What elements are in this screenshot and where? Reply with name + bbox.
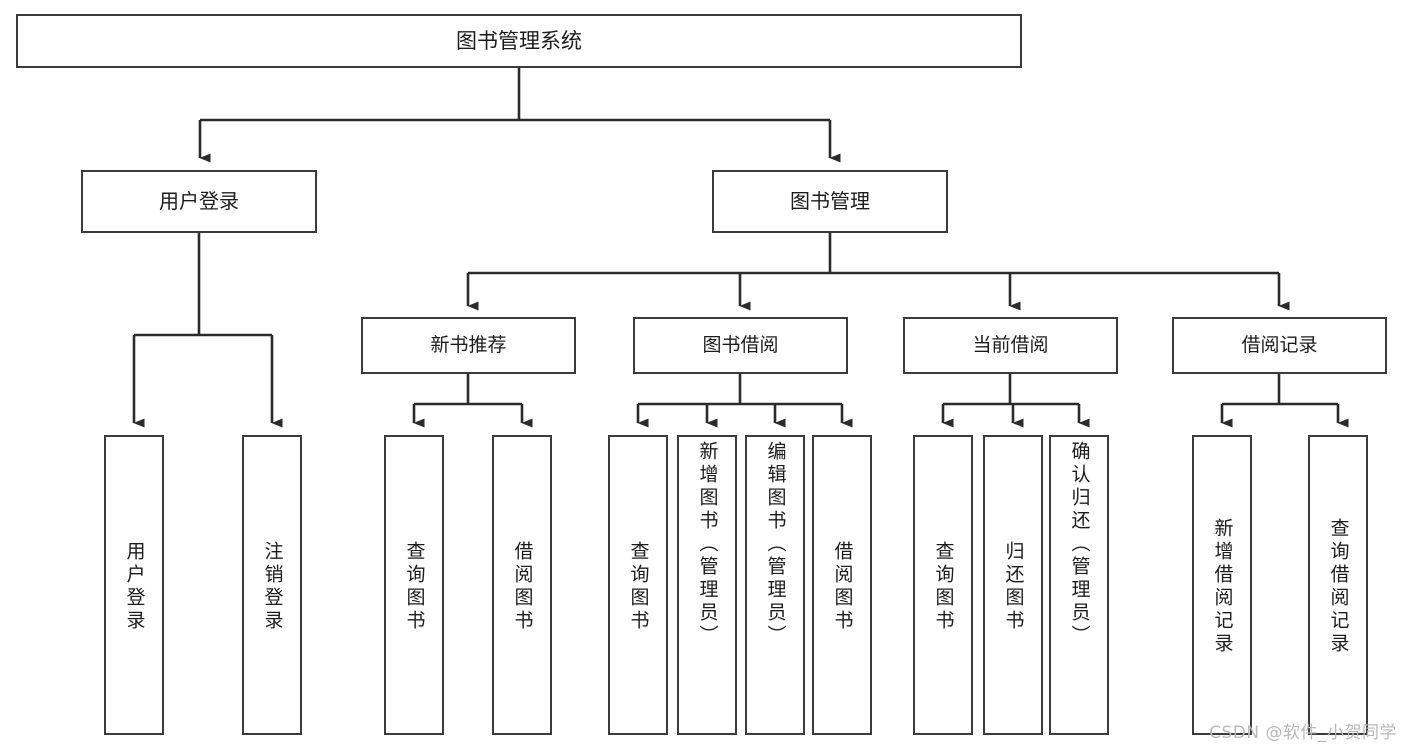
- leaf-confirm-return-admin[interactable]: 确认归还（管理员）: [1049, 435, 1109, 735]
- leaf-user-login[interactable]: 用户登录: [104, 435, 164, 735]
- leaf-logout[interactable]: 注销登录: [242, 435, 302, 735]
- leaf-query-book-3[interactable]: 查询图书: [913, 435, 973, 735]
- node-root[interactable]: 图书管理系统: [16, 14, 1022, 68]
- leaf-label: 编辑图书（管理员）: [764, 441, 787, 648]
- leaf-label: 新增图书（管理员）: [696, 441, 719, 648]
- csdn-watermark: CSDN @软件_小贺同学: [1209, 723, 1397, 743]
- node-borrow-record[interactable]: 借阅记录: [1172, 317, 1387, 374]
- node-book-management[interactable]: 图书管理: [712, 170, 948, 233]
- node-label: 图书借阅: [702, 334, 779, 357]
- leaf-label: 注销登录: [261, 541, 284, 633]
- leaf-add-book-admin[interactable]: 新增图书（管理员）: [677, 435, 737, 735]
- leaf-label: 查询图书: [932, 541, 955, 633]
- node-label: 新书推荐: [430, 334, 507, 357]
- leaf-query-book-1[interactable]: 查询图书: [384, 435, 444, 735]
- node-current-borrow[interactable]: 当前借阅: [903, 317, 1118, 374]
- leaf-label: 查询借阅记录: [1327, 518, 1350, 656]
- leaf-borrow-book-2[interactable]: 借阅图书: [812, 435, 872, 735]
- leaf-query-borrow-record[interactable]: 查询借阅记录: [1308, 435, 1368, 735]
- node-label: 用户登录: [159, 188, 239, 213]
- leaf-query-book-2[interactable]: 查询图书: [608, 435, 668, 735]
- node-label: 图书管理: [790, 188, 870, 213]
- node-user-login[interactable]: 用户登录: [81, 170, 317, 233]
- node-new-book-recommend[interactable]: 新书推荐: [361, 317, 576, 374]
- leaf-label: 归还图书: [1002, 541, 1025, 633]
- node-label: 借阅记录: [1241, 334, 1318, 357]
- node-label: 当前借阅: [972, 334, 1049, 357]
- leaf-add-borrow-record[interactable]: 新增借阅记录: [1192, 435, 1252, 735]
- leaf-edit-book-admin[interactable]: 编辑图书（管理员）: [745, 435, 805, 735]
- leaf-return-book[interactable]: 归还图书: [983, 435, 1043, 735]
- leaf-label: 确认归还（管理员）: [1068, 441, 1091, 648]
- leaf-label: 查询图书: [627, 541, 650, 633]
- leaf-label: 借阅图书: [511, 541, 534, 633]
- node-root-label: 图书管理系统: [456, 28, 582, 53]
- leaf-borrow-book-1[interactable]: 借阅图书: [492, 435, 552, 735]
- node-book-borrow[interactable]: 图书借阅: [633, 317, 848, 374]
- leaf-label: 新增借阅记录: [1211, 518, 1234, 656]
- leaf-label: 用户登录: [123, 541, 146, 633]
- leaf-label: 借阅图书: [831, 541, 854, 633]
- leaf-label: 查询图书: [403, 541, 426, 633]
